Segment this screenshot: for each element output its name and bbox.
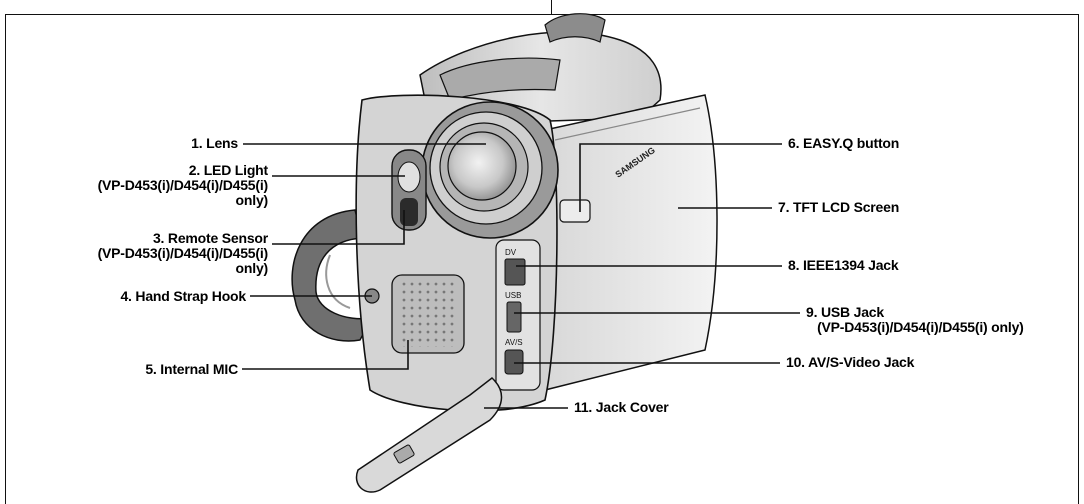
frame-left-border bbox=[5, 14, 6, 504]
hand-strap-inner bbox=[325, 254, 351, 309]
frame-right-border bbox=[1078, 14, 1079, 504]
leader-lines bbox=[242, 143, 800, 409]
led-light-lens bbox=[397, 161, 421, 193]
zoom-lever bbox=[544, 13, 606, 43]
hand-strap bbox=[291, 209, 374, 342]
av-port bbox=[504, 349, 524, 375]
label-internal-mic: 5. Internal MIC bbox=[145, 361, 238, 377]
leader-easyq bbox=[579, 143, 782, 212]
label-av-jack: 10. AV/S-Video Jack bbox=[786, 354, 915, 370]
leader-remote bbox=[272, 210, 405, 245]
label-tft-lcd: 7. TFT LCD Screen bbox=[778, 199, 900, 215]
label-remote-sensor: 3. Remote Sensor (VP-D453(i)/D454(i)/D45… bbox=[97, 230, 269, 276]
easyq-button-shape bbox=[559, 199, 591, 223]
remote-sensor-window bbox=[400, 198, 418, 226]
port-dv-label: DV bbox=[505, 248, 517, 257]
lens-glass bbox=[447, 131, 517, 201]
port-usb-label: USB bbox=[505, 291, 521, 300]
frame-top-tick bbox=[551, 0, 552, 15]
jack-cover-shape bbox=[355, 377, 503, 493]
lcd-side-panel bbox=[544, 94, 718, 391]
lcd-panel-edge bbox=[554, 107, 701, 141]
label-usb-jack: 9. USB Jack (VP-D453(i)/D454(i)/D455(i) … bbox=[806, 304, 1024, 335]
label-led-light: 2. LED Light (VP-D453(i)/D454(i)/D455(i)… bbox=[97, 162, 269, 208]
leader-mic bbox=[242, 340, 409, 370]
ieee1394-port bbox=[504, 258, 526, 286]
label-ieee1394-jack: 8. IEEE1394 Jack bbox=[788, 257, 899, 273]
label-hand-strap-hook: 4. Hand Strap Hook bbox=[120, 288, 246, 304]
jack-cover-tab bbox=[393, 444, 415, 464]
usb-port bbox=[506, 301, 522, 333]
port-av-label: AV/S bbox=[505, 338, 523, 347]
label-easyq-button: 6. EASY.Q button bbox=[788, 135, 900, 151]
top-grip bbox=[439, 57, 561, 101]
frame-top-border bbox=[5, 14, 1079, 15]
label-lens: 1. Lens bbox=[191, 135, 238, 151]
label-jack-cover: 11. Jack Cover bbox=[574, 399, 669, 415]
